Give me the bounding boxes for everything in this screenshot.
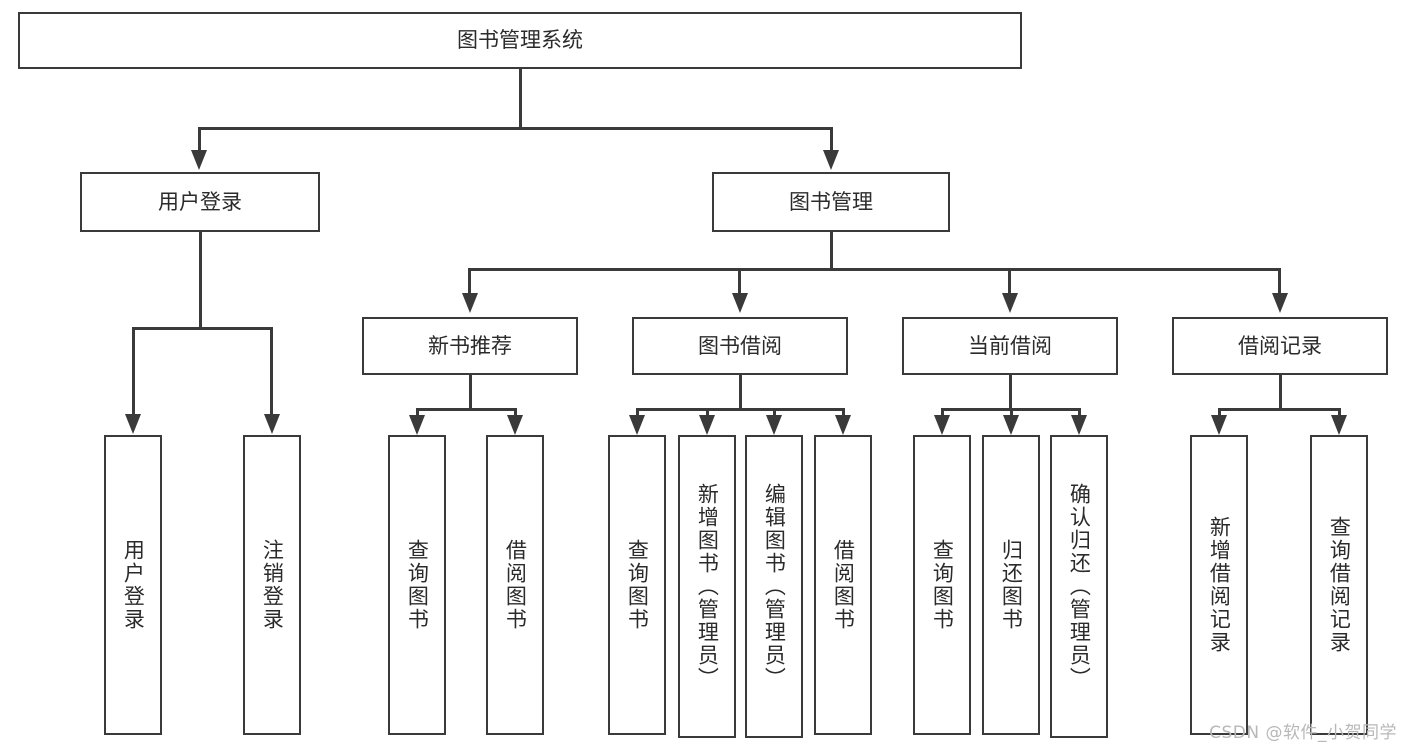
node-label: 查询借阅记录 — [1327, 516, 1352, 654]
node-label: 查询图书 — [930, 539, 955, 631]
node-leaf-query-book-recommend[interactable]: 查询图书 — [388, 435, 446, 735]
node-leaf-user-login[interactable]: 用户登录 — [104, 435, 162, 735]
node-leaf-query-borrow-record[interactable]: 查询借阅记录 — [1310, 435, 1368, 735]
node-current-borrow[interactable]: 当前借阅 — [902, 317, 1118, 375]
connector-book-borrow-bus — [636, 408, 843, 411]
arrowhead-leaf-query-book-2 — [629, 415, 645, 435]
connector-current-borrow-drop-2 — [1010, 408, 1013, 418]
node-book-management-system[interactable]: 图书管理系统 — [18, 12, 1022, 69]
arrowhead-leaf-user-login — [125, 414, 141, 434]
connector-current-borrow-stem — [1009, 375, 1012, 410]
node-book-borrow[interactable]: 图书借阅 — [632, 317, 848, 375]
arrowhead-borrow-record — [1272, 293, 1288, 313]
node-label: 借阅记录 — [1238, 333, 1322, 358]
node-leaf-edit-book-admin[interactable]: 编辑图书（管理员） — [745, 435, 803, 738]
connector-book-borrow-drop-2 — [706, 408, 709, 418]
arrowhead-leaf-query-book-3 — [934, 415, 950, 435]
connector-to-user-login — [198, 127, 201, 152]
connector-to-book-manage — [830, 127, 833, 152]
node-label: 新增图书（管理员） — [695, 483, 720, 690]
connector-current-borrow-drop-1 — [941, 408, 944, 418]
node-leaf-borrow-book[interactable]: 借阅图书 — [814, 435, 872, 735]
arrowhead-current-borrow — [1002, 293, 1018, 313]
arrowhead-leaf-edit-book — [766, 415, 782, 435]
connector-new-book-rec-stem — [469, 375, 472, 410]
connector-book-borrow-drop-1 — [636, 408, 639, 418]
node-leaf-query-book-current[interactable]: 查询图书 — [913, 435, 971, 735]
arrowhead-new-book-rec — [462, 293, 478, 313]
connector-borrow-record-stem — [1279, 375, 1282, 410]
node-label: 新书推荐 — [428, 333, 512, 358]
node-book-manage[interactable]: 图书管理 — [712, 172, 950, 232]
connector-book-borrow-stem — [739, 375, 742, 410]
node-leaf-query-book-borrow[interactable]: 查询图书 — [608, 435, 666, 735]
connector-borrow-record-drop-1 — [1218, 408, 1221, 418]
connector-new-book-rec-bus — [416, 408, 516, 411]
node-borrow-record[interactable]: 借阅记录 — [1172, 317, 1388, 375]
node-label: 图书管理系统 — [457, 28, 583, 53]
arrowhead-leaf-borrow-book-1 — [507, 415, 523, 435]
arrowhead-user-login — [191, 150, 207, 170]
node-leaf-confirm-return-admin[interactable]: 确认归还（管理员） — [1050, 435, 1108, 738]
connector-borrow-record-bus — [1218, 408, 1340, 411]
connector-current-borrow-drop-3 — [1078, 408, 1081, 418]
connector-user-login-stem — [199, 232, 202, 329]
arrowhead-leaf-query-book-1 — [409, 415, 425, 435]
arrowhead-leaf-user-logout — [264, 414, 280, 434]
node-label: 当前借阅 — [968, 333, 1052, 358]
node-label: 查询图书 — [405, 539, 430, 631]
csdn-watermark: CSDN @软件_小贺同学 — [1209, 723, 1397, 743]
connector-borrow-record-drop-2 — [1338, 408, 1341, 418]
node-label: 图书管理 — [789, 189, 873, 214]
arrowhead-book-borrow — [732, 293, 748, 313]
arrowhead-leaf-return-book — [1003, 415, 1019, 435]
connector-user-login-bus — [132, 327, 271, 330]
node-label: 确认归还（管理员） — [1067, 483, 1092, 690]
arrowhead-leaf-add-book — [699, 415, 715, 435]
connector-book-manage-stem — [830, 232, 833, 270]
connector-user-login-drop-2 — [270, 327, 273, 416]
connector-to-current-borrow — [1008, 268, 1011, 295]
node-label: 编辑图书（管理员） — [762, 483, 787, 690]
arrowhead-leaf-confirm-return — [1071, 415, 1087, 435]
connector-level3-bus — [468, 268, 1280, 271]
arrowhead-leaf-borrow-book-2 — [835, 415, 851, 435]
node-label: 归还图书 — [999, 539, 1024, 631]
connector-root-stem — [519, 69, 522, 128]
connector-book-borrow-drop-3 — [773, 408, 776, 418]
connector-level2-bus — [198, 127, 832, 130]
node-label: 用户登录 — [158, 189, 242, 214]
connector-to-new-book-rec — [468, 268, 471, 295]
node-leaf-add-borrow-record[interactable]: 新增借阅记录 — [1190, 435, 1248, 735]
node-label: 借阅图书 — [831, 539, 856, 631]
node-user-login[interactable]: 用户登录 — [80, 172, 320, 232]
node-leaf-add-book-admin[interactable]: 新增图书（管理员） — [678, 435, 736, 738]
node-label: 新增借阅记录 — [1207, 516, 1232, 654]
node-label: 图书借阅 — [698, 333, 782, 358]
arrowhead-book-manage — [823, 150, 839, 170]
connector-new-book-rec-drop-1 — [416, 408, 419, 418]
node-leaf-borrow-book-recommend[interactable]: 借阅图书 — [486, 435, 544, 735]
node-label: 借阅图书 — [503, 539, 528, 631]
connector-book-borrow-drop-4 — [842, 408, 845, 418]
arrowhead-leaf-add-record — [1211, 415, 1227, 435]
connector-user-login-drop-1 — [132, 327, 135, 416]
connector-to-book-borrow — [738, 268, 741, 295]
node-leaf-return-book[interactable]: 归还图书 — [982, 435, 1040, 735]
node-label: 查询图书 — [625, 539, 650, 631]
node-leaf-user-logout[interactable]: 注销登录 — [243, 435, 301, 735]
node-new-book-recommend[interactable]: 新书推荐 — [362, 317, 578, 375]
node-label: 用户登录 — [121, 539, 146, 631]
connector-new-book-rec-drop-2 — [514, 408, 517, 418]
node-label: 注销登录 — [260, 539, 285, 631]
connector-to-borrow-record — [1278, 268, 1281, 295]
arrowhead-leaf-query-record — [1331, 415, 1347, 435]
